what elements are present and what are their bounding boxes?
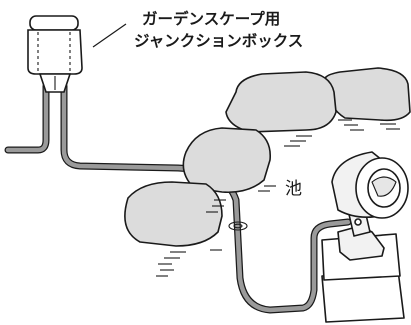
junction-box-label: ガーデンスケープ用 ジャンクションボックス [134, 9, 303, 50]
spotlight-lens-detail [371, 176, 397, 197]
light-cable [60, 82, 352, 314]
junction-box-label-line2: ジャンクションボックス [134, 32, 303, 50]
label-leader-line [92, 23, 127, 48]
cables [4, 82, 352, 314]
rocks [124, 67, 411, 247]
pond-bank-hatching [156, 119, 400, 277]
junction-box-label-line1: ガーデンスケープ用 [142, 9, 280, 28]
supply-cable [4, 82, 50, 154]
pond-ripple [228, 221, 248, 231]
spotlight [331, 151, 409, 261]
pond-label: 池 [285, 179, 302, 198]
spotlight-pivot [354, 218, 362, 226]
rock-lower [124, 181, 223, 247]
junction-box-cap [29, 15, 79, 31]
rock-top-right [324, 67, 411, 122]
junction-box [27, 15, 83, 93]
junction-box-body [27, 29, 83, 75]
rock-upper [225, 71, 337, 133]
rock-middle [182, 127, 272, 194]
